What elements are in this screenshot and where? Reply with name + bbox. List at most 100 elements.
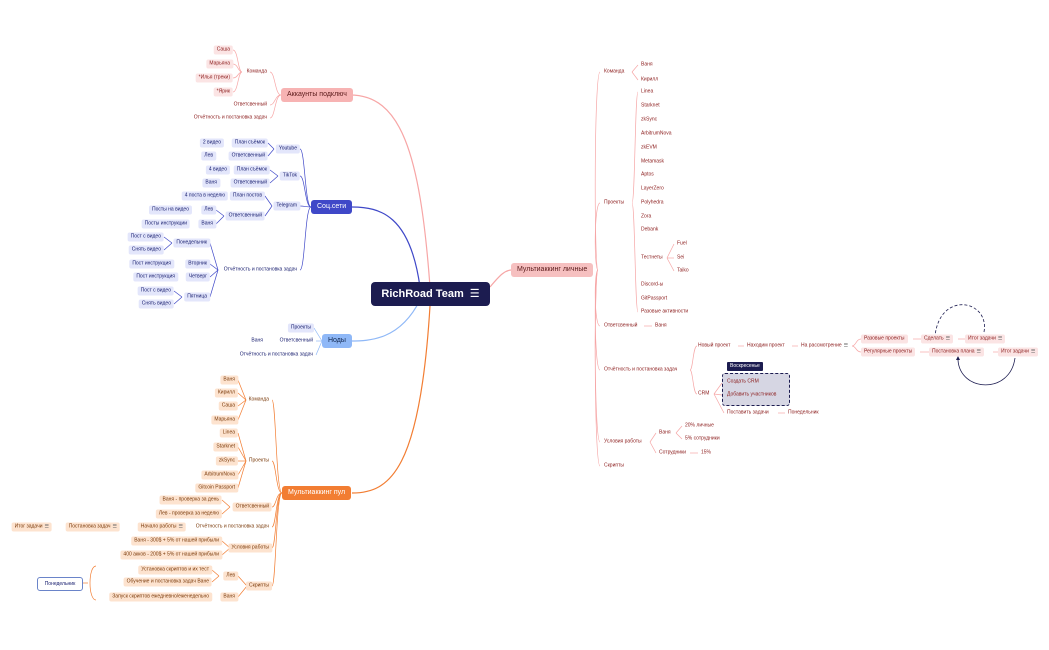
youtube-responsible[interactable]: Ответсвенный [228,151,268,161]
personal-scripts[interactable]: Скрипты [604,462,624,469]
pool-project[interactable]: ArbitrumNova [201,470,238,480]
conditions-staff-value[interactable]: 15% [701,449,712,456]
pool-result[interactable]: Итог задачи☰ [11,522,52,532]
personal-testnets[interactable]: Тестнеты [641,254,663,261]
pool-scripts[interactable]: Скрипты [246,581,272,591]
personal-projects[interactable]: Проекты [604,199,625,206]
personal-reporting[interactable]: Отчётность и постановка задач [604,366,678,373]
telegram-responsible[interactable]: Ответсвенный [225,211,265,221]
personal-project[interactable]: ArbitrumNova [641,130,672,137]
personal-project[interactable]: Starknet [641,102,660,109]
friday-item[interactable]: Снять видео [138,299,174,309]
personal-member[interactable]: Ваня [641,61,653,68]
social-telegram[interactable]: Telegram [273,201,300,211]
personal-responsible[interactable]: Ответсвенный [604,322,638,329]
conditions-vanya[interactable]: Ваня [659,429,671,436]
create-crm[interactable]: Создать CRM [727,378,759,385]
one-off-projects[interactable]: Разовые проекты [861,334,908,344]
tiktok-plan[interactable]: План съёмок [233,165,270,175]
pool-condition-item[interactable]: Ваня - 300$ + 5% от нашей прибыли [131,536,222,546]
personal-team[interactable]: Команда [604,68,625,75]
telegram-lev-value[interactable]: Посты на видео [148,205,192,215]
social-monday[interactable]: Понедельник [173,238,210,248]
scripts-lev[interactable]: Лев [223,571,238,581]
personal-project[interactable]: Metamask [641,158,665,165]
pool-start[interactable]: Начало работы☰ [137,522,186,532]
pool-conditions[interactable]: Условия работы [228,543,272,553]
social-friday[interactable]: Пятница [184,292,210,302]
pool-project[interactable]: zkSync [215,456,238,466]
monday-item[interactable]: Пост с видео [127,232,164,242]
telegram-vanya-value[interactable]: Посты инструкции [141,219,190,229]
accounts-member[interactable]: Марьяна [206,59,233,69]
youtube-resp-value[interactable]: Лев [201,151,216,161]
youtube-plan[interactable]: План съёмок [231,138,268,148]
new-project[interactable]: Новый проект [698,342,731,349]
social-thursday[interactable]: Четверг [185,272,210,282]
branch-nodes[interactable]: Ноды [322,334,352,348]
nodes-responsible[interactable]: Ответсвенный [279,337,313,344]
thursday-item[interactable]: Пост инструкция [133,272,178,282]
pool-set-tasks[interactable]: Постановка задач☰ [65,522,120,532]
branch-social[interactable]: Соц.сети [311,200,353,214]
personal-project[interactable]: Aptos [641,171,654,178]
tiktok-responsible[interactable]: Ответсвенный [230,178,270,188]
social-tuesday[interactable]: Вторник [185,259,210,269]
social-tiktok[interactable]: TikTok [279,171,300,181]
pool-responsible[interactable]: Ответсвенный [232,502,272,512]
testnet-item[interactable]: Fuel [677,240,687,247]
nodes-projects[interactable]: Проекты [287,323,314,333]
pool-member[interactable]: Кирилл [214,388,238,398]
personal-monday[interactable]: Понедельник [788,409,819,416]
root-node[interactable]: RichRoad Team☰ [371,282,490,306]
monday-boundary-label[interactable]: Понедельник [37,577,83,591]
personal-project[interactable]: LayerZero [641,185,664,192]
accounts-responsible[interactable]: Ответсвенный [233,101,267,108]
result-1[interactable]: Итог задачи☰ [965,334,1006,344]
scripts-lev-item[interactable]: Установка скриптов и их тест [138,565,212,575]
crm[interactable]: CRM [698,390,710,397]
set-tasks[interactable]: Поставить задачи [727,409,769,416]
personal-project[interactable]: Debank [641,226,659,233]
pool-project[interactable]: Starknet [213,442,238,452]
accounts-member[interactable]: *Ярик [213,87,233,97]
branch-personal[interactable]: Мультиаккинг личные [511,263,594,277]
friday-item[interactable]: Пост с видео [137,286,174,296]
pool-responsible-item[interactable]: Ваня - проверка за день [159,495,222,505]
personal-project[interactable]: GitPassport [641,295,668,302]
pool-reporting[interactable]: Отчётность и постановка задач [195,523,269,530]
pool-condition-item[interactable]: 400 акков - 200$ + 5% от нашей прибыли [120,550,222,560]
personal-responsible-value[interactable]: Ваня [655,322,667,329]
conditions-staff[interactable]: Сотрудники [659,449,687,456]
social-youtube[interactable]: Youtube [275,144,300,154]
pool-member[interactable]: Ваня [220,375,238,385]
personal-project[interactable]: Zora [641,213,652,220]
testnet-item[interactable]: Taiko [677,267,689,274]
accounts-reporting[interactable]: Отчётность и постановка задач [193,114,267,121]
pool-member[interactable]: Саша [218,401,238,411]
personal-member[interactable]: Кирилл [641,76,659,83]
accounts-team[interactable]: Команда [246,68,267,75]
accounts-member[interactable]: Саша [213,45,233,55]
sunday-label[interactable]: Воскресенье [727,362,763,371]
branch-pool[interactable]: Мультиаккинг пул [282,486,352,500]
nodes-responsible-value[interactable]: Ваня [251,337,263,344]
scripts-vanya[interactable]: Ваня [220,592,238,602]
pool-team[interactable]: Команда [248,396,269,403]
testnet-item[interactable]: Sei [677,254,685,261]
pool-responsible-item[interactable]: Лев - проверка за неделю [155,509,222,519]
accounts-member[interactable]: *Илья (треки) [195,73,233,83]
set-plan[interactable]: Постановка плана☰ [929,347,984,357]
personal-project[interactable]: Linea [641,88,654,95]
scripts-vanya-item[interactable]: Запуск скриптов ежедневно/еженедельно [109,592,212,602]
review[interactable]: На рассмотрение☰ [798,342,851,351]
pool-projects[interactable]: Проекты [248,457,269,464]
tiktok-resp-value[interactable]: Ваня [202,178,220,188]
add-members[interactable]: Добавить участников [727,391,777,398]
tuesday-item[interactable]: Пост инструкция [129,259,174,269]
regular-projects[interactable]: Регулярные проекты [861,347,916,357]
conditions-vanya-item[interactable]: 20% личные [685,422,714,429]
personal-conditions[interactable]: Условия работы [604,438,642,445]
youtube-plan-value[interactable]: 2 видео [199,138,224,148]
personal-project[interactable]: Discord-ы [641,281,664,288]
